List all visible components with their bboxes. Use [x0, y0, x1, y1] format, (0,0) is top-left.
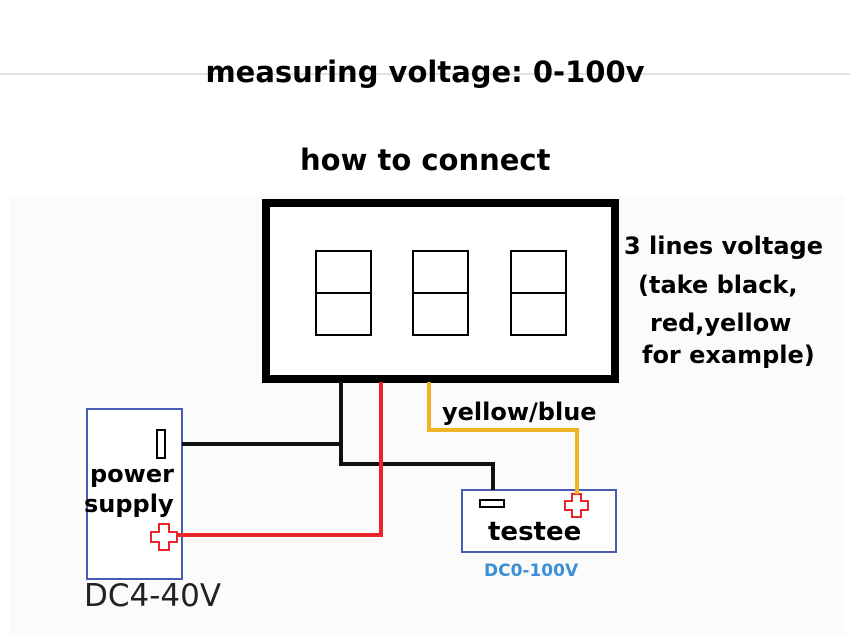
power-supply-negative-terminal	[156, 429, 166, 459]
voltmeter-display	[262, 199, 619, 383]
digit-2	[412, 250, 469, 336]
testee-positive-terminal	[564, 493, 589, 518]
testee-label: testee	[488, 517, 582, 547]
note-line-3: red,yellow	[650, 309, 792, 337]
red-wire	[178, 382, 383, 537]
note-line-2: (take black,	[638, 271, 798, 299]
testee-negative-terminal	[479, 499, 505, 508]
digit-3	[510, 250, 567, 336]
testee-voltage: DC0-100V	[484, 561, 579, 581]
power-supply-label-line-1: power	[90, 460, 174, 488]
note-line-1: 3 lines voltage	[624, 232, 823, 260]
page-title: measuring voltage: 0-100v	[205, 55, 645, 89]
page-subtitle: how to connect	[300, 143, 551, 177]
power-supply-positive-terminal	[150, 523, 178, 551]
yellow-wire	[427, 382, 579, 494]
signal-wire-label: yellow/blue	[442, 398, 597, 426]
digit-1	[315, 250, 372, 336]
power-supply-voltage: DC4-40V	[84, 578, 222, 614]
power-supply-label-line-2: supply	[84, 490, 174, 518]
display-frame	[262, 199, 619, 383]
black-wire	[339, 382, 495, 490]
note-line-4: for example)	[642, 341, 815, 369]
